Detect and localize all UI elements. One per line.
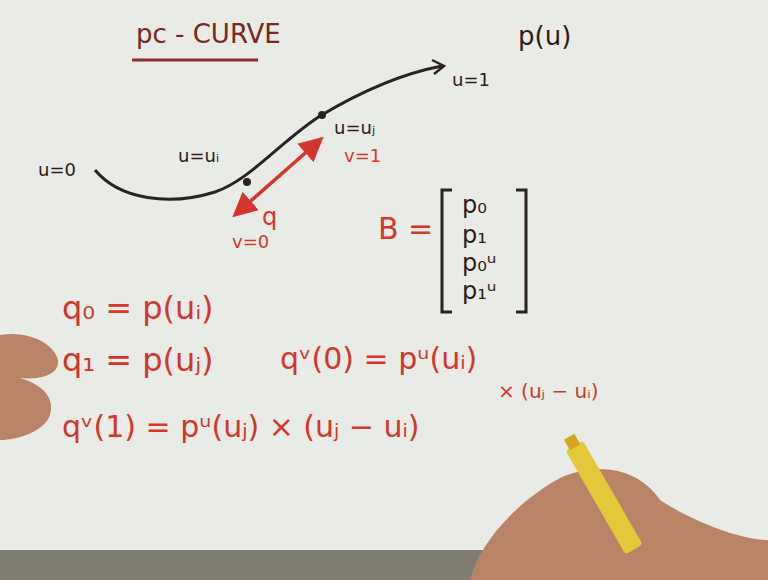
point-uj [318, 111, 326, 119]
param-label: u=0 [38, 160, 76, 181]
hand-left [0, 334, 58, 440]
param-label: v=1 [344, 146, 381, 167]
tangent-segment-q [236, 140, 320, 214]
param-label: u=uᵢ [178, 146, 219, 167]
title-underline [132, 59, 258, 62]
matrix-name: B = [378, 212, 433, 247]
param-label: u=1 [452, 70, 490, 91]
function-label: p(u) [518, 22, 571, 52]
curve [95, 66, 442, 199]
segment-label: q [262, 204, 277, 232]
param-label: v=0 [232, 232, 269, 253]
param-label: u=uⱼ [334, 118, 375, 139]
matrix-entry: p₁ᵘ [462, 278, 497, 306]
matrix-bracket-left [442, 190, 452, 312]
equation: q₁ = p(uⱼ) [62, 342, 213, 379]
matrix-entry: p₁ [462, 222, 487, 250]
equation: qᵛ(1) = pᵘ(uⱼ) × (uⱼ − uᵢ) [62, 410, 420, 445]
matrix-entry: p₀ᵘ [462, 250, 497, 278]
matrix-entry: p₀ [462, 192, 487, 220]
equation-factor: × (uⱼ − uᵢ) [498, 380, 599, 403]
point-ui [243, 178, 251, 186]
marker-pen [560, 432, 642, 555]
curve-end-tick [432, 60, 444, 74]
matrix-bracket-right [516, 190, 526, 312]
equation: qᵛ(0) = pᵘ(uᵢ) [280, 342, 477, 377]
title: pc - CURVE [136, 20, 281, 50]
equation: q₀ = p(uᵢ) [62, 290, 214, 327]
